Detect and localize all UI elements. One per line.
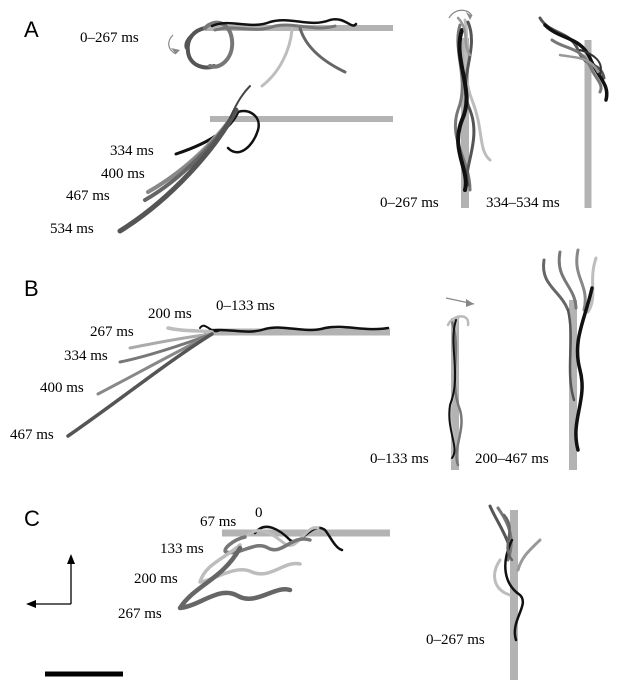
axis-arrow-up-head — [67, 554, 75, 564]
orientation-axes — [26, 554, 75, 608]
rotation-arrow-head-a-side — [466, 12, 472, 20]
time-label-c-267: 267 ms — [118, 606, 162, 622]
time-label-b-side-2: 200–467 ms — [475, 451, 549, 467]
time-label-b-200: 200 ms — [148, 306, 192, 322]
panel-c: C 67 ms 0 133 ms 200 ms 267 ms 0–267 ms — [24, 505, 540, 680]
time-label-a-side-2: 334–534 ms — [486, 195, 560, 211]
time-label-c-67: 67 ms — [200, 514, 236, 530]
time-label-c-0: 0 — [255, 505, 263, 521]
rotation-arrow-head-b — [466, 299, 474, 307]
flag-traces-a-side-2 — [540, 18, 607, 100]
panel-label-b: B — [24, 276, 39, 301]
time-label-a-top: 0–267 ms — [80, 30, 139, 46]
flag-traces-a-side-1 — [455, 18, 490, 190]
flag-traces-c — [180, 527, 342, 608]
axis-arrow-left-head — [26, 600, 36, 608]
time-label-a-534: 534 ms — [50, 221, 94, 237]
time-label-b-400: 400 ms — [40, 380, 84, 396]
time-label-c-side: 0–267 ms — [426, 632, 485, 648]
time-label-b-side-1: 0–133 ms — [370, 451, 429, 467]
time-label-a-400: 400 ms — [101, 166, 145, 182]
time-label-b-267: 267 ms — [90, 324, 134, 340]
time-label-a-334: 334 ms — [110, 143, 154, 159]
time-label-c-133: 133 ms — [160, 541, 204, 557]
time-label-a-side-1: 0–267 ms — [380, 195, 439, 211]
panel-label-c: C — [24, 506, 40, 531]
time-label-b-0-133: 0–133 ms — [216, 298, 275, 314]
flag-traces-b — [68, 326, 388, 436]
panel-a: A 0–267 ms 334 ms 400 ms 467 ms — [24, 10, 607, 237]
time-label-a-467: 467 ms — [66, 188, 110, 204]
time-label-c-200: 200 ms — [134, 571, 178, 587]
time-label-b-467: 467 ms — [10, 427, 54, 443]
panel-b: B 200 ms 0–133 ms 267 ms 334 ms 400 ms 4… — [10, 250, 596, 470]
panel-label-a: A — [24, 17, 39, 42]
time-label-b-334: 334 ms — [64, 348, 108, 364]
